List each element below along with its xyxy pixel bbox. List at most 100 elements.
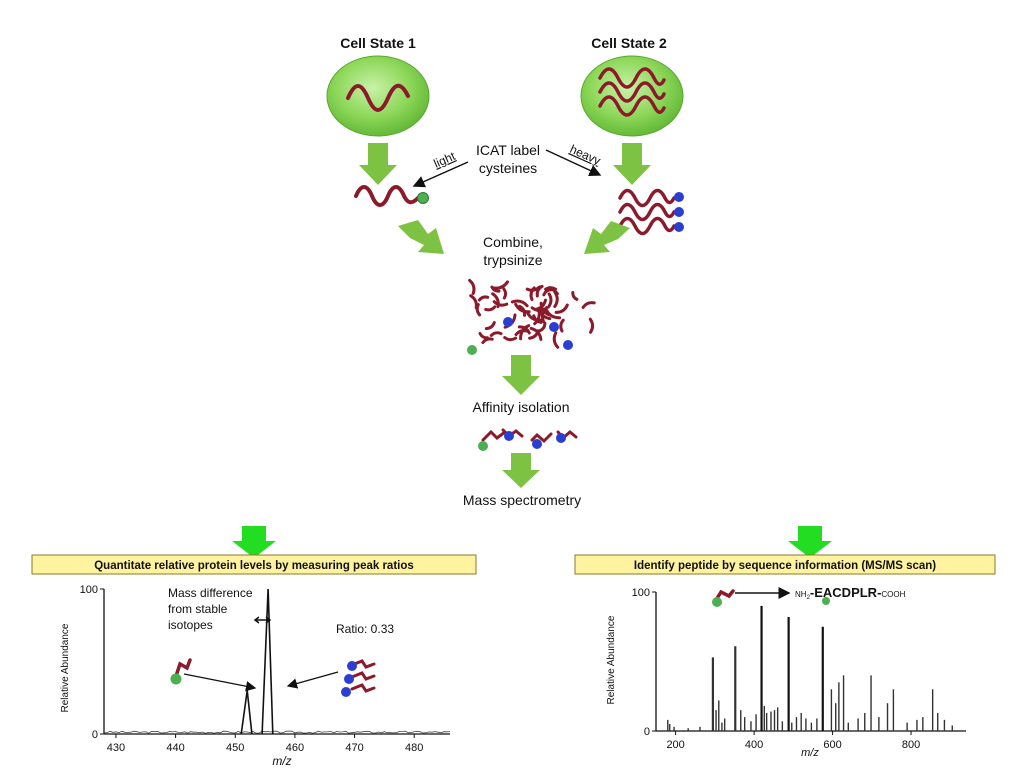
cysteine-tag-icon	[822, 597, 830, 605]
left-banner-text: Quantitate relative protein levels by me…	[94, 560, 414, 572]
peptide-fragment	[492, 300, 509, 307]
light-tag-icon	[712, 597, 722, 607]
peptide-fragment	[552, 331, 560, 349]
light-tag-icon	[417, 192, 429, 204]
x-tick-label: 430	[107, 742, 125, 754]
peptide-fragment	[559, 318, 565, 333]
peptide-fragment	[510, 299, 529, 308]
arrow-down-icon	[788, 526, 832, 558]
tag-icon	[467, 345, 477, 355]
heavy-tag-icon	[674, 207, 684, 217]
peptide-fragment	[554, 303, 569, 314]
left-ylabel: Relative Abundance	[60, 623, 71, 712]
peptide-fragment	[477, 295, 490, 302]
mass-difference-arrow-icon	[253, 616, 272, 624]
peptide-fragment	[538, 321, 547, 333]
note-line-1: Mass difference	[168, 586, 253, 600]
tag-icon	[549, 322, 559, 332]
light-labeled-protein	[354, 185, 420, 207]
light-peak	[240, 690, 253, 735]
light-tag-icon	[170, 673, 182, 685]
peptide-fragment	[588, 317, 595, 334]
peptide-fragment	[489, 331, 503, 337]
right-xlabel: m/z	[801, 747, 819, 759]
peptide-fragment	[571, 291, 579, 301]
peptide-fragment	[553, 290, 559, 308]
y-tick-label: 0	[644, 726, 650, 738]
peptide-icon	[714, 589, 735, 602]
isolated-peptides	[478, 428, 578, 451]
arrow-diagonal-icon	[398, 220, 444, 254]
peptide-fragment	[546, 292, 553, 309]
tag-icon	[563, 340, 573, 350]
arrow-down-icon	[502, 355, 540, 395]
peptide-fragment	[544, 307, 562, 320]
peptide-fragment	[542, 288, 553, 297]
left-banner	[31, 554, 477, 575]
x-tick-label: 200	[666, 739, 684, 751]
peptide-fragment	[481, 337, 494, 344]
cell-state-1-label: Cell State 1	[340, 35, 416, 51]
x-tick-label: 460	[286, 742, 304, 754]
peptide-fragment	[491, 280, 509, 290]
peptide-sequence: NH2-EACDPLR-COOH	[795, 585, 906, 601]
x-tick-label: 480	[405, 742, 423, 754]
heavy-arrow-icon	[545, 149, 602, 177]
msms-spectrum-chart: Relative Abundance m/z NH2-EACDPLR-COOH …	[606, 585, 966, 759]
peptide-fragment	[525, 285, 541, 292]
x-tick-label: 470	[345, 742, 363, 754]
peptide-fragment	[519, 324, 531, 341]
light-arrow-icon	[412, 161, 469, 188]
icat-label-line1: ICAT label	[476, 142, 540, 158]
note-line-2: from stable	[168, 602, 228, 616]
y-tick-label: 100	[80, 584, 98, 596]
peak-ratio-chart: Relative Abundance m/z Mass difference f…	[60, 584, 451, 768]
arrow-down-icon	[613, 143, 651, 185]
tag-icon	[503, 317, 513, 327]
protein-strand	[346, 83, 410, 112]
arrow-down-icon	[232, 526, 276, 558]
icat-label-line2: cysteines	[479, 160, 537, 176]
peptide-fragment	[514, 302, 531, 314]
heavy-labeled-proteins	[618, 188, 676, 236]
peptide-fragment	[503, 336, 518, 342]
heavy-peptide-icon	[341, 659, 376, 697]
ratio-label: Ratio: 0.33	[336, 622, 394, 636]
arrow-down-icon	[502, 453, 540, 488]
light-pointer-arrow-icon	[183, 673, 257, 692]
note-line-3: isotopes	[168, 618, 213, 632]
mass-spectrometry-label: Mass spectrometry	[463, 492, 581, 508]
right-ylabel: Relative Abundance	[606, 615, 617, 704]
peptide-fragment	[475, 303, 482, 317]
peptide-fragment	[490, 285, 501, 293]
peptide-fragment	[581, 301, 596, 309]
y-tick-label: 0	[92, 729, 98, 741]
light-peptide-icon	[174, 658, 192, 678]
peptide-fragment	[535, 284, 544, 298]
heavy-tag-icon	[674, 222, 684, 232]
cell-state-1-cell	[326, 55, 430, 137]
arrow-down-icon	[359, 143, 397, 185]
combine-label-line2: trypsinize	[483, 252, 542, 268]
peptide-fragment	[484, 305, 497, 312]
x-tick-label: 400	[745, 739, 763, 751]
x-tick-label: 600	[823, 739, 841, 751]
combine-label-line1: Combine,	[483, 234, 543, 250]
heavy-label: heavy	[568, 142, 603, 168]
heavy-peak	[261, 588, 274, 735]
peptide-fragment	[529, 326, 543, 341]
x-tick-label: 800	[902, 739, 920, 751]
baseline-noise	[103, 730, 451, 734]
peptide-fragment	[533, 298, 547, 311]
right-banner-text: Identify peptide by sequence information…	[634, 560, 936, 572]
peptide-fragment	[484, 321, 496, 331]
x-tick-label: 450	[226, 742, 244, 754]
peptide-fragment	[469, 294, 478, 310]
peptide-fragment	[533, 307, 541, 326]
peptide-fragment	[468, 278, 476, 295]
affinity-isolation-label: Affinity isolation	[472, 399, 569, 415]
arrow-diagonal-icon	[584, 221, 630, 254]
peptide-fragment	[502, 287, 508, 300]
heavy-pointer-arrow-icon	[286, 671, 339, 689]
